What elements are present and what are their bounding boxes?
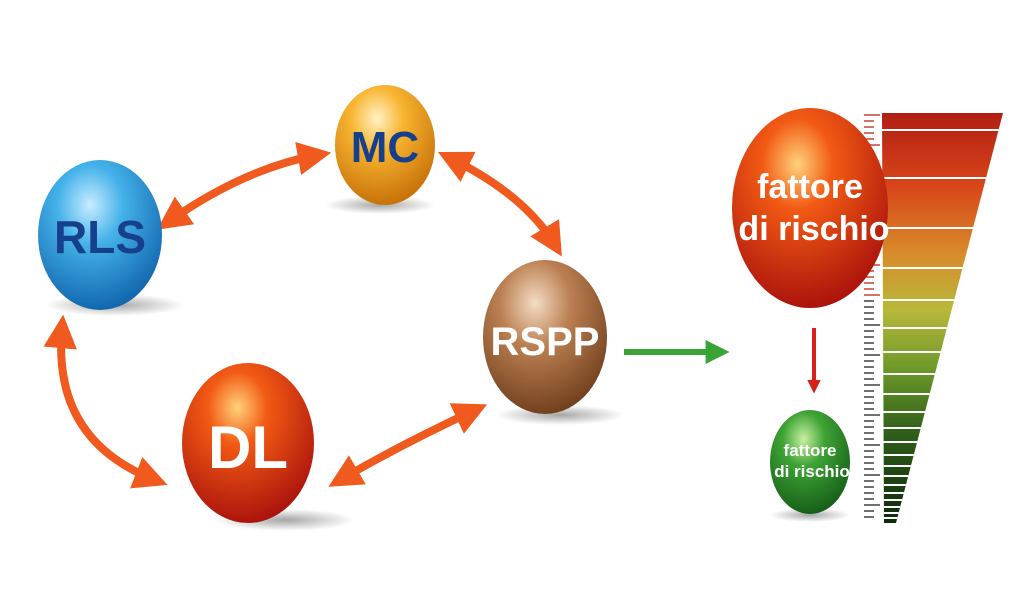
arrow-rls-dl bbox=[43, 314, 168, 489]
risk-factor-large-line1: fattore bbox=[757, 168, 863, 206]
node-rspp: RSPP bbox=[483, 260, 607, 414]
node-dl: DL bbox=[182, 363, 314, 523]
risk-factor-small-line2: di rischio bbox=[774, 462, 850, 481]
rspp-sphere bbox=[483, 260, 607, 414]
node-rls: RLS bbox=[38, 160, 162, 310]
arrow-rls-mc bbox=[156, 142, 332, 230]
risk-factor-small: fattore di rischio bbox=[770, 410, 850, 514]
risk-factor-small-sphere bbox=[770, 410, 850, 514]
risk-funnel bbox=[864, 113, 1003, 523]
arrow-mc-rspp bbox=[437, 151, 562, 257]
funnel-separators bbox=[882, 129, 999, 519]
risk-factor-large-sphere bbox=[732, 108, 888, 308]
rspp-label: RSPP bbox=[491, 320, 600, 364]
mc-label: MC bbox=[351, 123, 419, 172]
mc-sphere bbox=[335, 85, 435, 205]
rls-label: RLS bbox=[54, 211, 146, 263]
arrow-rspp-dl bbox=[328, 403, 488, 487]
node-mc: MC bbox=[335, 85, 435, 205]
risk-factor-large: fattore di rischio bbox=[732, 108, 890, 308]
funnel-gradient bbox=[882, 113, 1003, 523]
dl-label: DL bbox=[208, 414, 288, 481]
rls-sphere bbox=[38, 160, 162, 310]
dl-sphere bbox=[182, 363, 314, 523]
risk-factor-small-line1: fattore bbox=[784, 441, 837, 460]
risk-factor-large-line2: di rischio bbox=[738, 210, 889, 248]
